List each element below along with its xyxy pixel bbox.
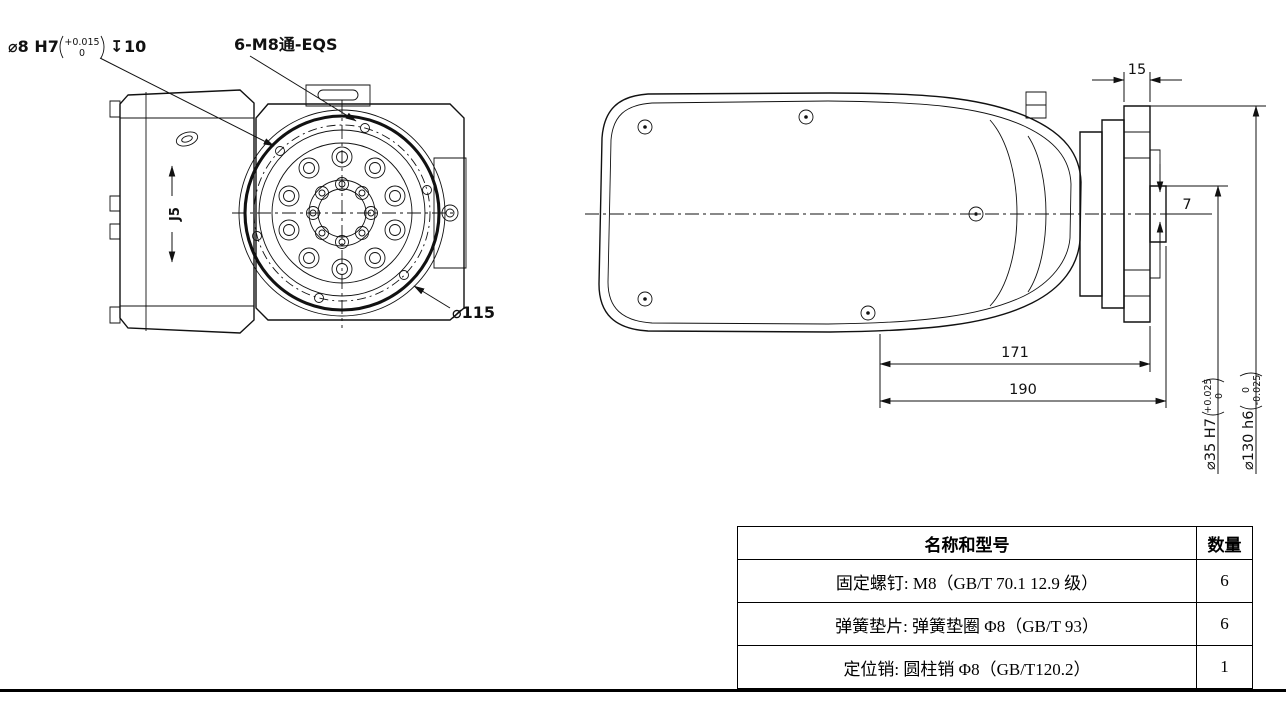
part-qty: 6 xyxy=(1196,560,1252,602)
table-row: 固定螺钉: M8（GB/T 70.1 12.9 级） 6 xyxy=(738,559,1252,602)
part-name: 定位销: 圆柱销 Φ8（GB/T120.2） xyxy=(843,659,1091,679)
arm-body xyxy=(599,92,1081,332)
dim-7-label: 7 xyxy=(1182,197,1191,213)
front-view-centerlines xyxy=(232,100,455,328)
parts-table: 名称和型号 数量 固定螺钉: M8（GB/T 70.1 12.9 级） 6 弹簧… xyxy=(737,526,1253,689)
m8-through-holes xyxy=(253,124,432,303)
motor-housing xyxy=(110,90,254,333)
dim-7: 7 xyxy=(1156,164,1212,250)
bore-callout-text: ⌀8 H7 xyxy=(8,37,59,56)
part-qty: 6 xyxy=(1196,603,1252,645)
bolt-callout-text: 6-M8通-EQS xyxy=(234,35,338,54)
bore-tol-upper: +0.015 xyxy=(64,37,99,48)
depth-value: 10 xyxy=(124,37,146,56)
dimensions: ⌀8 H7 +0.015 0 ↧ 10 6-M8通-EQS ⌀115 15 xyxy=(8,35,1266,474)
shaft-fit-tol-lower: 0 xyxy=(1214,393,1225,399)
dim-15: 15 xyxy=(1092,62,1182,102)
callout-bolt-pattern: 6-M8通-EQS xyxy=(234,35,357,121)
parts-table-header-qty: 数量 xyxy=(1196,527,1252,559)
dim-171-label: 171 xyxy=(1001,345,1029,361)
dim-shaft-fit: ⌀35 H7 +0.025 0 xyxy=(1166,185,1228,474)
flange-fit-tol-lower: -0.025 xyxy=(1252,375,1263,406)
bore-tol-lower: 0 xyxy=(79,48,85,59)
parts-table-header-row: 名称和型号 数量 xyxy=(738,527,1252,559)
cover-screws xyxy=(638,110,983,320)
shaft-fit-text: ⌀35 H7 xyxy=(1203,418,1219,470)
parts-table-header-name: 名称和型号 xyxy=(924,535,1010,555)
flange-dia-text: ⌀115 xyxy=(452,303,495,322)
dim-190: 190 xyxy=(879,246,1167,408)
flange-fit-text: ⌀130 h6 xyxy=(1241,411,1257,470)
axis-j5-label: J5 xyxy=(168,207,183,222)
shaft-fit-tol-upper: +0.025 xyxy=(1203,378,1214,413)
label-sticker xyxy=(175,129,200,148)
callout-flange-diameter: ⌀115 xyxy=(413,286,495,322)
table-row: 定位销: 圆柱销 Φ8（GB/T120.2） 1 xyxy=(738,645,1252,688)
dim-flange-fit: ⌀130 h6 0 -0.025 xyxy=(1150,105,1266,474)
dim-190-label: 190 xyxy=(1009,382,1037,398)
part-name: 弹簧垫片: 弹簧垫圈 Φ8（GB/T 93） xyxy=(835,616,1099,636)
part-name: 固定螺钉: M8（GB/T 70.1 12.9 级） xyxy=(835,573,1099,593)
dim-171: 171 xyxy=(879,326,1151,408)
side-view xyxy=(585,92,1195,332)
dim-15-label: 15 xyxy=(1128,62,1146,78)
page-border-line xyxy=(0,689,1286,692)
front-view: J5 xyxy=(110,85,466,333)
flange-fit-tol-upper: 0 xyxy=(1241,387,1252,393)
outer-bolt-ring xyxy=(279,147,405,279)
depth-icon: ↧ xyxy=(110,37,123,56)
flange-plate xyxy=(256,85,466,320)
j5-axis-marker: J5 xyxy=(168,165,183,263)
callout-bore: ⌀8 H7 +0.015 0 ↧ 10 xyxy=(8,36,275,146)
table-row: 弹簧垫片: 弹簧垫圈 Φ8（GB/T 93） 6 xyxy=(738,602,1252,645)
part-qty: 1 xyxy=(1196,646,1252,688)
